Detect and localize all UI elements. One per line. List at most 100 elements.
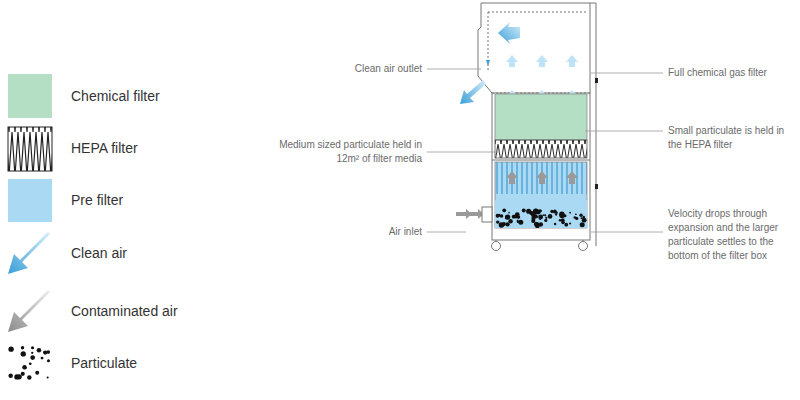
particle xyxy=(503,210,505,212)
particle xyxy=(21,372,25,376)
legend-entry: Chemical filter xyxy=(71,87,160,105)
cabinet xyxy=(478,3,596,246)
callout-text: Medium sized particulate held in 12m² of… xyxy=(279,139,422,164)
callout-label: Velocity drops through expansion and the… xyxy=(668,207,796,263)
particle xyxy=(582,218,587,223)
particle xyxy=(29,362,32,365)
hepa-filter xyxy=(495,140,587,158)
particle xyxy=(21,346,24,349)
particle xyxy=(502,208,506,212)
particle xyxy=(503,224,506,227)
particle xyxy=(550,210,553,213)
particulate-sample xyxy=(8,346,50,380)
callout-text: Velocity drops through expansion and the… xyxy=(668,208,778,261)
particle xyxy=(37,348,42,353)
legend-entry: HEPA filter xyxy=(71,139,138,157)
callout-text: Full chemical gas filter xyxy=(668,67,767,78)
callout-label: Clean air outlet xyxy=(322,62,422,76)
particle xyxy=(505,214,510,219)
callout-text: Air inlet xyxy=(389,226,422,237)
chemical-filter xyxy=(495,94,587,140)
particle xyxy=(21,351,26,356)
legend-text: HEPA filter xyxy=(71,140,138,156)
particle xyxy=(534,222,538,226)
particle xyxy=(41,357,44,360)
callout-label: Small particulate is held in the HEPA fi… xyxy=(668,124,796,152)
particle xyxy=(575,213,577,215)
particle xyxy=(569,212,571,214)
contaminated-air-flow xyxy=(456,171,578,219)
callout-label: Medium sized particulate held in 12m² of… xyxy=(262,138,422,166)
particle xyxy=(544,214,546,216)
particle xyxy=(47,376,49,378)
particle xyxy=(35,371,39,375)
callout-label: Air inlet xyxy=(322,225,422,239)
callout-text: Small particulate is held in the HEPA fi… xyxy=(668,125,784,150)
particle xyxy=(522,208,526,212)
latch xyxy=(595,78,598,83)
hepa-swatch xyxy=(8,127,52,171)
particle xyxy=(30,355,35,360)
particle xyxy=(22,365,26,369)
callout-label: Full chemical gas filter xyxy=(668,66,796,80)
particle xyxy=(559,213,564,218)
pre-filter xyxy=(495,162,587,228)
particle xyxy=(508,219,512,223)
particle xyxy=(505,216,508,219)
particle xyxy=(548,214,553,219)
contaminated-air-arrow xyxy=(8,290,50,332)
leader-lines xyxy=(427,69,663,232)
particle xyxy=(518,220,523,225)
particle xyxy=(531,216,535,220)
particle xyxy=(27,375,31,379)
particle xyxy=(553,211,555,213)
particle xyxy=(16,374,21,379)
particle xyxy=(545,217,547,219)
particle xyxy=(500,214,503,217)
particle xyxy=(508,212,510,214)
particle xyxy=(569,222,571,224)
particle xyxy=(539,209,542,212)
particle xyxy=(579,214,582,217)
particulate xyxy=(496,208,587,228)
particle xyxy=(8,346,13,351)
particle xyxy=(544,219,547,222)
particle xyxy=(538,210,541,213)
legend-entry: Contaminated air xyxy=(71,302,178,320)
particle xyxy=(505,222,509,226)
particle xyxy=(555,211,557,213)
clean-air-flow xyxy=(460,22,578,104)
particle xyxy=(580,222,585,227)
particle xyxy=(564,223,568,227)
particle xyxy=(47,359,50,362)
legend-entry: Pre filter xyxy=(71,191,123,209)
air-inlet xyxy=(482,207,492,222)
particle xyxy=(496,220,499,223)
particle xyxy=(561,221,565,225)
legend-text: Clean air xyxy=(71,245,127,261)
particle xyxy=(515,212,520,217)
legend-text: Pre filter xyxy=(71,192,123,208)
particle xyxy=(46,350,50,354)
particle xyxy=(575,217,578,220)
latch xyxy=(595,184,598,189)
legend-entry: Particulate xyxy=(71,354,137,372)
legend-swatch xyxy=(8,179,52,222)
particle xyxy=(543,214,545,216)
callout-text: Clean air outlet xyxy=(355,63,422,74)
particle xyxy=(533,208,538,213)
legend-text: Chemical filter xyxy=(71,88,160,104)
particle xyxy=(31,346,34,349)
legend-text: Particulate xyxy=(71,355,137,371)
particle xyxy=(529,211,533,215)
legend-swatch xyxy=(8,74,52,118)
particle xyxy=(31,352,33,354)
legend-entry: Clean air xyxy=(71,244,127,262)
legend-text: Contaminated air xyxy=(71,303,178,319)
particle xyxy=(581,217,583,219)
divider xyxy=(492,160,590,161)
pre-filter-base xyxy=(495,200,587,228)
wheels xyxy=(492,240,588,251)
particle xyxy=(554,223,557,226)
particle xyxy=(538,215,543,220)
